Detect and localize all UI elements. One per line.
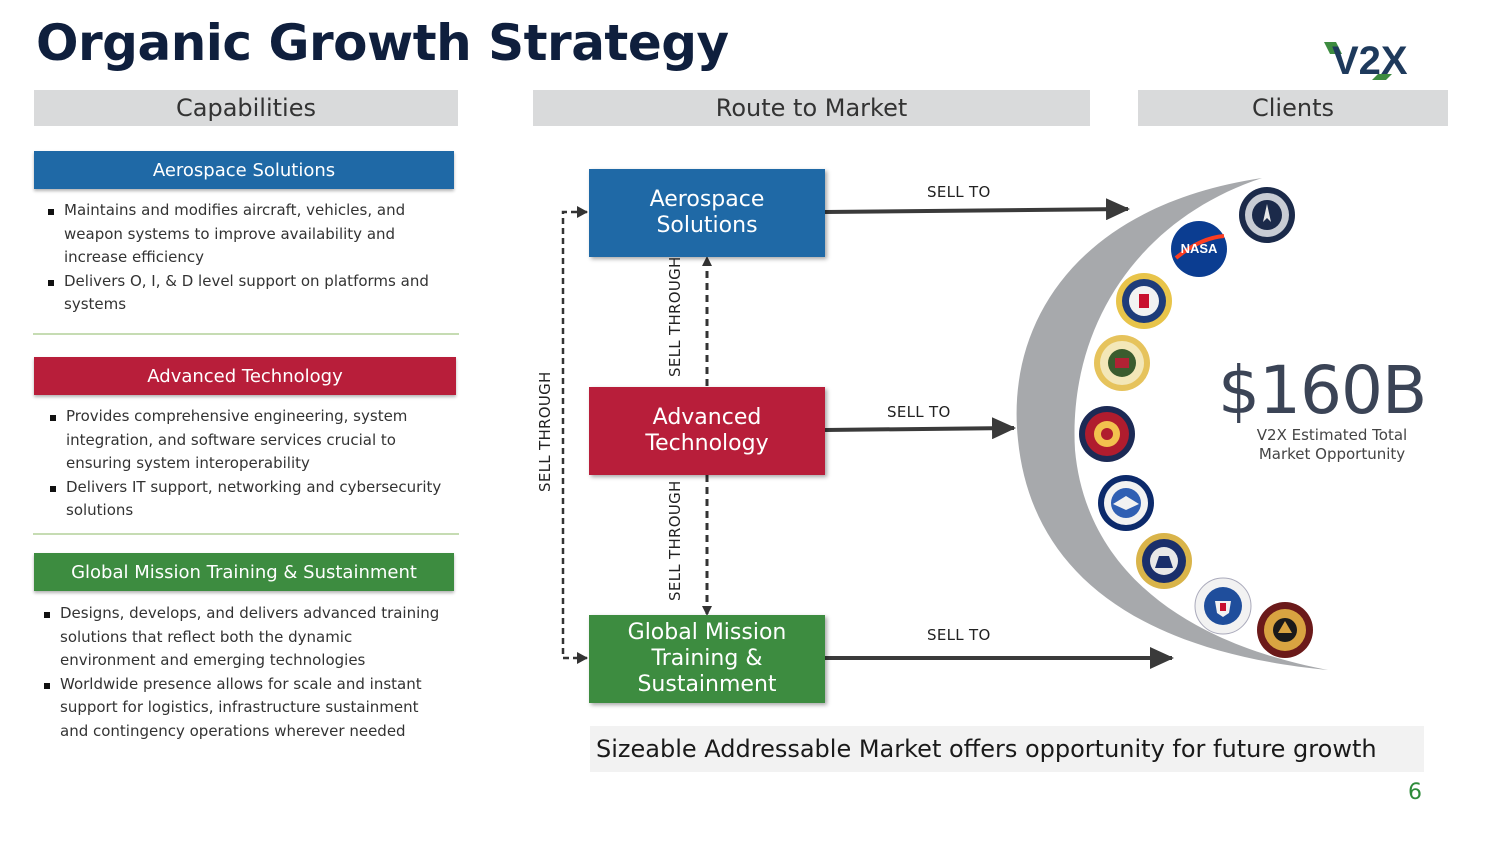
sell-through-label: SELL THROUGH [666,480,684,601]
national-guard-seal-icon [1257,602,1313,658]
v2x-logo: V2X [1324,39,1408,82]
advanced-technology-box: Advanced Technology [589,387,825,475]
aerospace-bullets: Maintains and modifies aircraft, vehicle… [34,199,434,317]
list-item: Delivers IT support, networking and cybe… [36,476,448,523]
sell-through-label: SELL THROUGH [536,371,554,492]
aerospace-solutions-bar: Aerospace Solutions [34,151,454,189]
svg-text:NASA: NASA [1181,241,1218,256]
footer-banner: Sizeable Addressable Market offers oppor… [590,726,1424,772]
sell-to-label: SELL TO [927,183,991,201]
sell-to-arrow-aero [824,198,1130,221]
nasa-logo-icon: NASA [1171,221,1227,277]
clients-arc [1016,178,1328,670]
list-item: Maintains and modifies aircraft, vehicle… [34,199,434,270]
list-item: Provides comprehensive engineering, syst… [36,405,448,476]
sell-through-label: SELL THROUGH [666,256,684,377]
list-item: Worldwide presence allows for scale and … [30,673,440,744]
coast-guard-seal-icon [1116,273,1172,329]
market-value: $160B [1218,352,1427,429]
divider [33,333,459,335]
homeland-security-seal-icon [1194,577,1252,635]
list-item: Designs, develops, and delivers advanced… [30,602,440,673]
space-force-seal-icon [1239,187,1295,243]
list-item: Delivers O, I, & D level support on plat… [34,270,434,317]
market-label: V2X Estimated Total Market Opportunity [1256,426,1408,463]
air-force-seal-icon [1098,475,1154,531]
army-seal-icon [1094,335,1150,391]
clients-header: Clients [1138,90,1448,126]
footer-text: Sizeable Addressable Market offers oppor… [596,735,1377,763]
advanced-technology-bullets: Provides comprehensive engineering, syst… [36,405,448,523]
marine-corps-seal-icon [1079,406,1135,462]
gmts-box: Global Mission Training & Sustainment [589,615,825,703]
aerospace-solutions-box: Aerospace Solutions [589,169,825,257]
page-number: 6 [1408,780,1422,805]
advanced-technology-label: Advanced Technology [645,405,769,456]
sell-to-label: SELL TO [887,403,951,421]
capabilities-header: Capabilities [34,90,458,126]
aerospace-solutions-label: Aerospace Solutions [649,187,765,238]
page-title: Organic Growth Strategy [36,14,729,72]
navy-seal-icon [1136,533,1192,589]
sell-through-loop [561,210,587,660]
gmts-bar: Global Mission Training & Sustainment [34,553,454,591]
gmts-bullets: Designs, develops, and delivers advanced… [30,602,440,743]
sell-to-label: SELL TO [927,626,991,644]
sell-to-arrow-adv [824,417,1016,440]
logo-text: V2X [1332,39,1408,82]
advanced-technology-bar: Advanced Technology [34,357,456,395]
route-to-market-header: Route to Market [533,90,1090,126]
gmts-label: Global Mission Training & Sustainment [627,620,787,697]
divider [33,533,459,535]
